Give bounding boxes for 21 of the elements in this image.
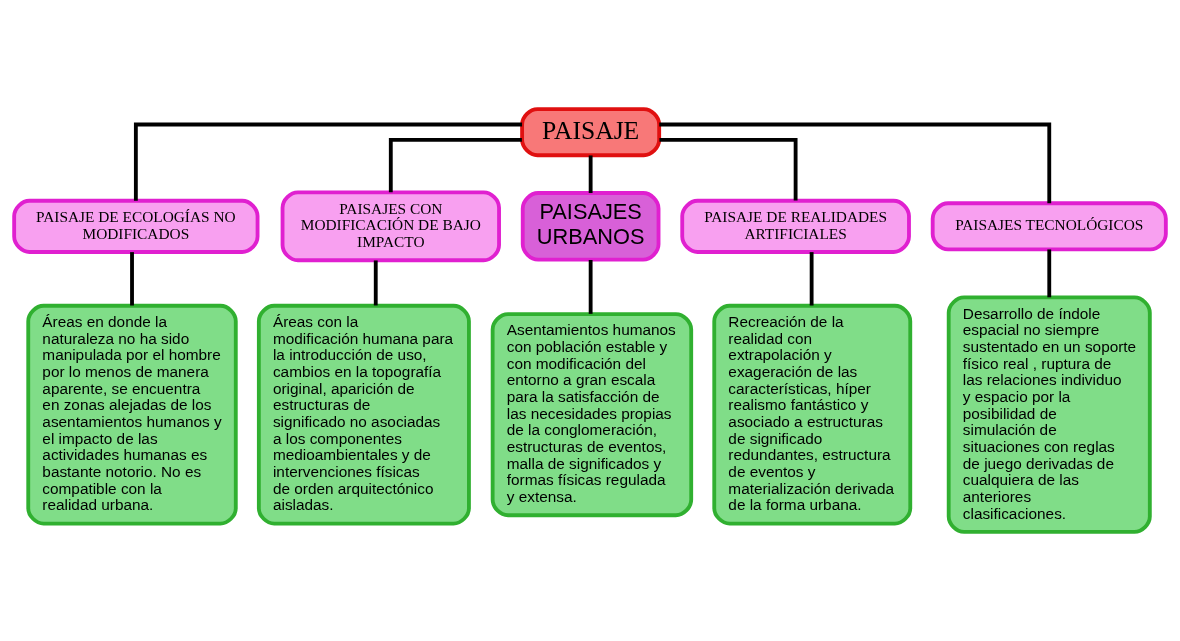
node-box: PAISAJE DE REALIDADES ARTIFICIALES	[680, 198, 911, 254]
node-box: PAISAJES URBANOS	[520, 191, 661, 262]
connector	[1047, 249, 1052, 298]
node-box: PAISAJES TECNOLÓGICOS	[930, 201, 1168, 252]
node-box: PAISAJES CON MODIFICACIÓN DE BAJO IMPACTO	[280, 190, 501, 263]
node-box: PAISAJE	[520, 107, 662, 158]
connector	[659, 122, 1052, 204]
connector	[130, 252, 134, 306]
node-box: Áreas en donde la naturaleza no ha sido manipulada por el hombre por lo menos de manera aparente, se encuentra en zonas alejadas de los asentamientos humanos y el impacto de las actividades humanas es bastante notorio. No es compatible con la realidad urbana.	[26, 303, 238, 526]
connector	[659, 137, 798, 201]
node-box: PAISAJE DE ECOLOGÍAS NO MODIFICADOS	[12, 198, 260, 254]
node-box: Recreación de la realidad con extrapolación y exageración de las características, híper realismo fantástico y asociado a estructuras de significado redundantes, estructura de eventos y materialización derivada de la forma urbana.	[712, 303, 913, 526]
node-box: Asentamientos humanos con población estable y con modificación del entorno a gran escala para la satisfacción de las necesidades propias de la conglomeración, estructuras de eventos, malla de significados y formas físicas regulada y extensa.	[490, 312, 694, 518]
connector	[809, 252, 814, 306]
connector	[373, 260, 378, 306]
connector	[133, 122, 523, 201]
connector	[588, 260, 593, 314]
connector	[388, 137, 522, 193]
node-box: Desarrollo de índole espacial no siempre sustentado en un soporte físico real , ruptura de las relaciones individuo y espacio por la posibilidad de simulación de situaciones con reglas de juego derivadas de cualquiera de las anteriores clasificaciones.	[946, 295, 1152, 534]
node-box: Áreas con la modificación humana para la introducción de uso, cambios en la topografía original, aparición de estructuras de significado no asociadas a los componentes medioambientales y de intervenciones físicas de orden arquitectónico aisladas.	[256, 303, 471, 526]
connector	[588, 155, 593, 194]
